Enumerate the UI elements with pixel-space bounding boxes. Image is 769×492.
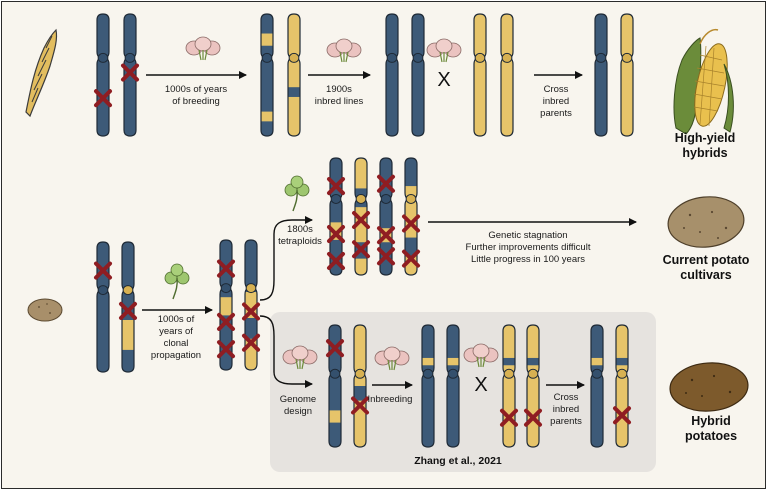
chromosome [500, 13, 514, 137]
potato-cross-line2: inbred [553, 404, 579, 415]
deleterious-allele-mark [94, 89, 112, 108]
chromosome [615, 324, 629, 448]
deleterious-allele-mark [351, 396, 369, 415]
chromosome [421, 324, 435, 448]
chromosome [96, 241, 110, 373]
potato-step1-line4: propagation [151, 350, 201, 361]
chromosome [404, 157, 418, 276]
maize-step2-line1: 1900s [326, 84, 352, 95]
cross-symbol: X [474, 374, 487, 396]
stagnation-line1: Genetic stagnation [488, 230, 567, 241]
hybrid-outcome-line1: Hybrid [691, 414, 731, 428]
potato-cross-line1: Cross [554, 392, 579, 403]
stagnation-line2: Further improvements difficult [466, 242, 591, 253]
chromosome [526, 324, 540, 448]
chromosome [411, 13, 425, 137]
deleterious-allele-mark [500, 408, 518, 427]
deleterious-allele-mark [402, 214, 420, 233]
chromosome [590, 324, 604, 448]
hybrid-outcome-line2: potatoes [685, 429, 737, 443]
deleterious-allele-mark [242, 333, 260, 352]
potato-step1-line1: 1000s of [158, 314, 195, 325]
clover-icon [284, 175, 310, 212]
genome-design-line1: Genome [280, 394, 316, 405]
deleterious-allele-mark [327, 177, 345, 196]
arrow-to-tetraploids [259, 216, 313, 301]
maize-step1-line1: 1000s of years [165, 84, 228, 95]
chromosome [446, 324, 460, 448]
arrow-to-genome-design [259, 315, 313, 388]
potato-step1-line3: clonal [164, 338, 189, 349]
chromosome [473, 13, 487, 137]
maize-flower-icon [426, 38, 462, 63]
potato-flower-icon [463, 343, 499, 368]
maize-flower-icon [185, 36, 221, 61]
current-outcome-line2: cultivars [680, 268, 731, 282]
chromosome [502, 324, 516, 448]
genome-design-line2: design [284, 406, 312, 417]
potato-step1-line2: years of [159, 326, 193, 337]
maize-flower-icon [326, 38, 362, 63]
chromosome [594, 13, 608, 137]
chromosome [328, 324, 342, 448]
deleterious-allele-mark [119, 301, 137, 320]
deleterious-allele-mark [217, 312, 235, 331]
chromosome [287, 13, 301, 137]
maize-outcome-line2: hybrids [682, 146, 727, 160]
deleterious-allele-mark [352, 240, 370, 259]
maize-step3-line1: Cross [544, 84, 569, 95]
potato-tuber-icon [667, 196, 745, 248]
corn-cob-icon [673, 28, 734, 135]
deleterious-allele-mark [217, 259, 235, 278]
deleterious-allele-mark [217, 340, 235, 359]
maize-step2-line2: inbred lines [315, 96, 364, 107]
deleterious-allele-mark [352, 211, 370, 230]
deleterious-allele-mark [326, 339, 344, 358]
deleterious-allele-mark [377, 247, 395, 266]
clover-icon [164, 263, 190, 300]
current-outcome-line1: Current potato [663, 253, 750, 267]
tetraploid-line1: 1800s [287, 224, 313, 235]
maize-outcome-line1: High-yield [675, 131, 735, 145]
deleterious-allele-mark [377, 174, 395, 193]
potato-cross-line3: parents [550, 416, 582, 427]
deleterious-allele-mark [327, 251, 345, 270]
deleterious-allele-mark [613, 406, 631, 425]
cross-symbol: X [437, 69, 450, 91]
potato-flower-icon [374, 346, 410, 371]
chromosome [260, 13, 274, 137]
wild-maize-icon [25, 28, 58, 118]
deleterious-allele-mark [242, 302, 260, 321]
deleterious-allele-mark [327, 225, 345, 244]
deleterious-allele-mark [121, 63, 139, 82]
stagnation-line3: Little progress in 100 years [471, 254, 585, 265]
tetraploid-line2: tetraploids [278, 236, 322, 247]
deleterious-allele-mark [377, 226, 395, 245]
chromosome [385, 13, 399, 137]
potato-flower-icon [282, 345, 318, 370]
chromosome [121, 241, 135, 373]
reference-citation: Zhang et al., 2021 [414, 455, 502, 467]
inbreeding-label: Inbreeding [368, 394, 413, 405]
chromosome [353, 324, 367, 448]
chromosome [620, 13, 634, 137]
potato-tuber-icon [669, 362, 749, 412]
maize-step3-line3: parents [540, 108, 572, 119]
wild-potato-icon [27, 298, 63, 322]
chromosome [96, 13, 110, 137]
deleterious-allele-mark [94, 261, 112, 280]
deleterious-allele-mark [402, 249, 420, 268]
maize-step1-line2: of breeding [172, 96, 220, 107]
deleterious-allele-mark [524, 408, 542, 427]
maize-step3-line2: inbred [543, 96, 569, 107]
